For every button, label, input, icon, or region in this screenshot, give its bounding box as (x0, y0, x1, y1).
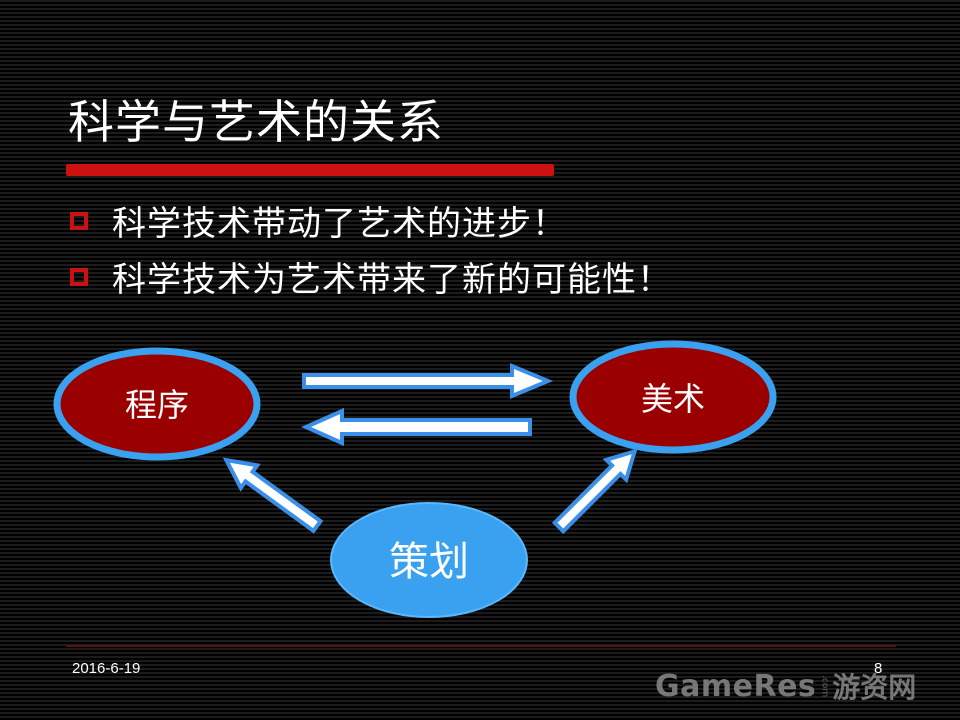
node-art-label: 美术 (641, 380, 705, 418)
bullet-item: 科学技术为艺术带来了新的可能性！ (70, 248, 672, 304)
bullet-text: 科学技术带动了艺术的进步！ (112, 203, 567, 244)
bullet-list: 科学技术带动了艺术的进步！ 科学技术为艺术带来了新的可能性！ (70, 192, 672, 304)
watermark-cn: 游资网 (832, 671, 917, 704)
watermark-dot: .com (819, 674, 830, 698)
square-bullet-icon (70, 212, 88, 230)
footer-date: 2016-6-19 (72, 660, 141, 677)
node-art: 美术 (569, 340, 777, 454)
arrow-up-left-icon (222, 457, 324, 534)
node-design: 策划 (330, 502, 528, 618)
node-program-label: 程序 (125, 386, 189, 424)
node-program: 程序 (53, 347, 261, 461)
watermark-brand: GameRes (655, 668, 817, 704)
title-underline (66, 164, 554, 176)
node-design-shape (330, 502, 528, 618)
bullet-text: 科学技术为艺术带来了新的可能性！ (112, 259, 672, 300)
bullet-item: 科学技术带动了艺术的进步！ (70, 192, 672, 248)
node-design-label: 策划 (389, 539, 469, 585)
footer-divider (66, 645, 896, 647)
arrow-right-icon (302, 363, 554, 399)
arrow-left-icon (301, 407, 532, 447)
square-bullet-icon (70, 268, 88, 286)
node-program-shape (53, 347, 261, 461)
watermark: GameRes .com 游资网 (655, 666, 916, 706)
slide-title: 科学与艺术的关系 (68, 95, 444, 149)
node-art-shape (569, 340, 777, 454)
page-number: 8 (874, 660, 883, 677)
arrow-up-right-icon (551, 448, 638, 535)
